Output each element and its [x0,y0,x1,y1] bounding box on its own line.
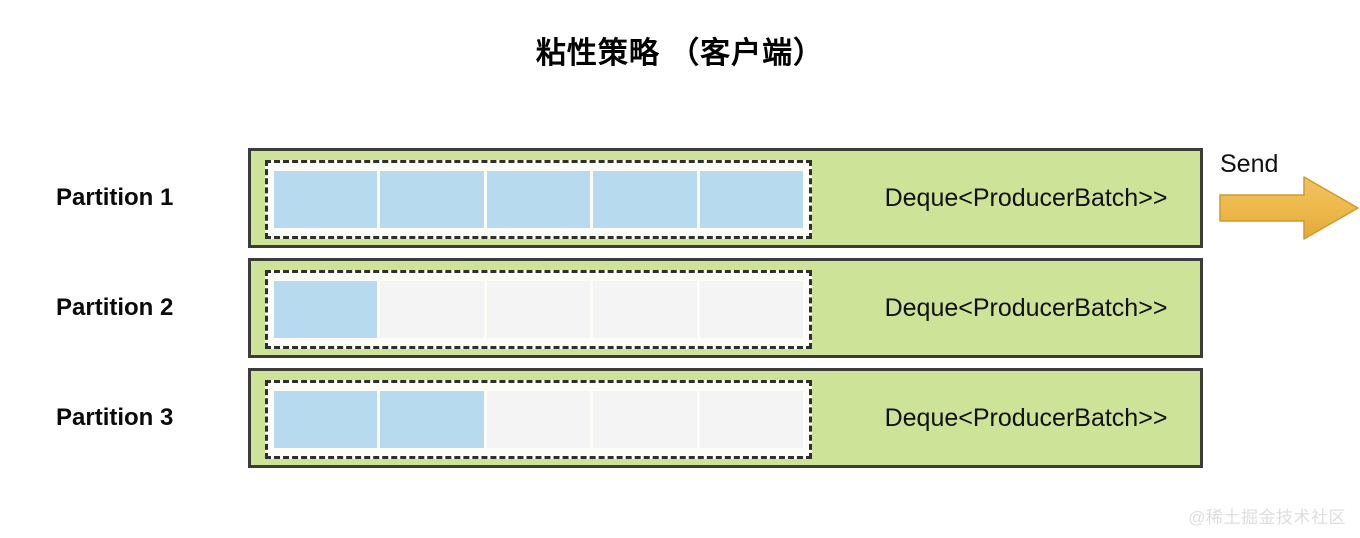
batch-cell [593,391,697,448]
batch-cell [274,171,378,228]
deque-label: Deque<ProducerBatch>> [884,403,1168,432]
batch-cell [274,391,378,448]
partition-container: Deque<ProducerBatch>> [248,148,1203,248]
partition-label: Partition 1 [56,184,174,211]
watermark: @稀土掘金技术社区 [1188,508,1346,527]
batch-cell [486,391,591,448]
arrow-right-icon [1219,176,1359,240]
batch-cell [593,281,697,338]
batch-cell [380,391,484,448]
batch-queue-outline [265,270,812,349]
batch-cell [380,281,484,338]
batch-cell [380,171,484,228]
page-title: 粘性策略 （客户端） [535,37,825,70]
batch-cell-group [274,171,804,228]
partition-container: Deque<ProducerBatch>> [248,368,1203,468]
deque-label: Deque<ProducerBatch>> [884,183,1168,212]
send-group: Send [1218,148,1360,248]
batch-cell [699,281,804,338]
batch-cell [699,391,804,448]
partition-container: Deque<ProducerBatch>> [248,258,1203,358]
batch-cell [593,171,697,228]
partition-row: Partition 1 Deque<ProducerBatch>> [56,148,1203,248]
send-label: Send [1220,150,1279,178]
batch-queue-outline [265,160,812,239]
partition-label: Partition 2 [56,294,174,321]
batch-cell-group [274,391,804,448]
partition-row: Partition 3 Deque<ProducerBatch>> [56,368,1203,468]
deque-label: Deque<ProducerBatch>> [884,293,1168,322]
batch-cell [486,171,591,228]
partition-label: Partition 3 [56,404,174,431]
batch-cell-group [274,281,804,338]
batch-cell [486,281,591,338]
partition-row: Partition 2 Deque<ProducerBatch>> [56,258,1203,358]
batch-cell [274,281,378,338]
batch-queue-outline [265,380,812,459]
batch-cell [699,171,804,228]
